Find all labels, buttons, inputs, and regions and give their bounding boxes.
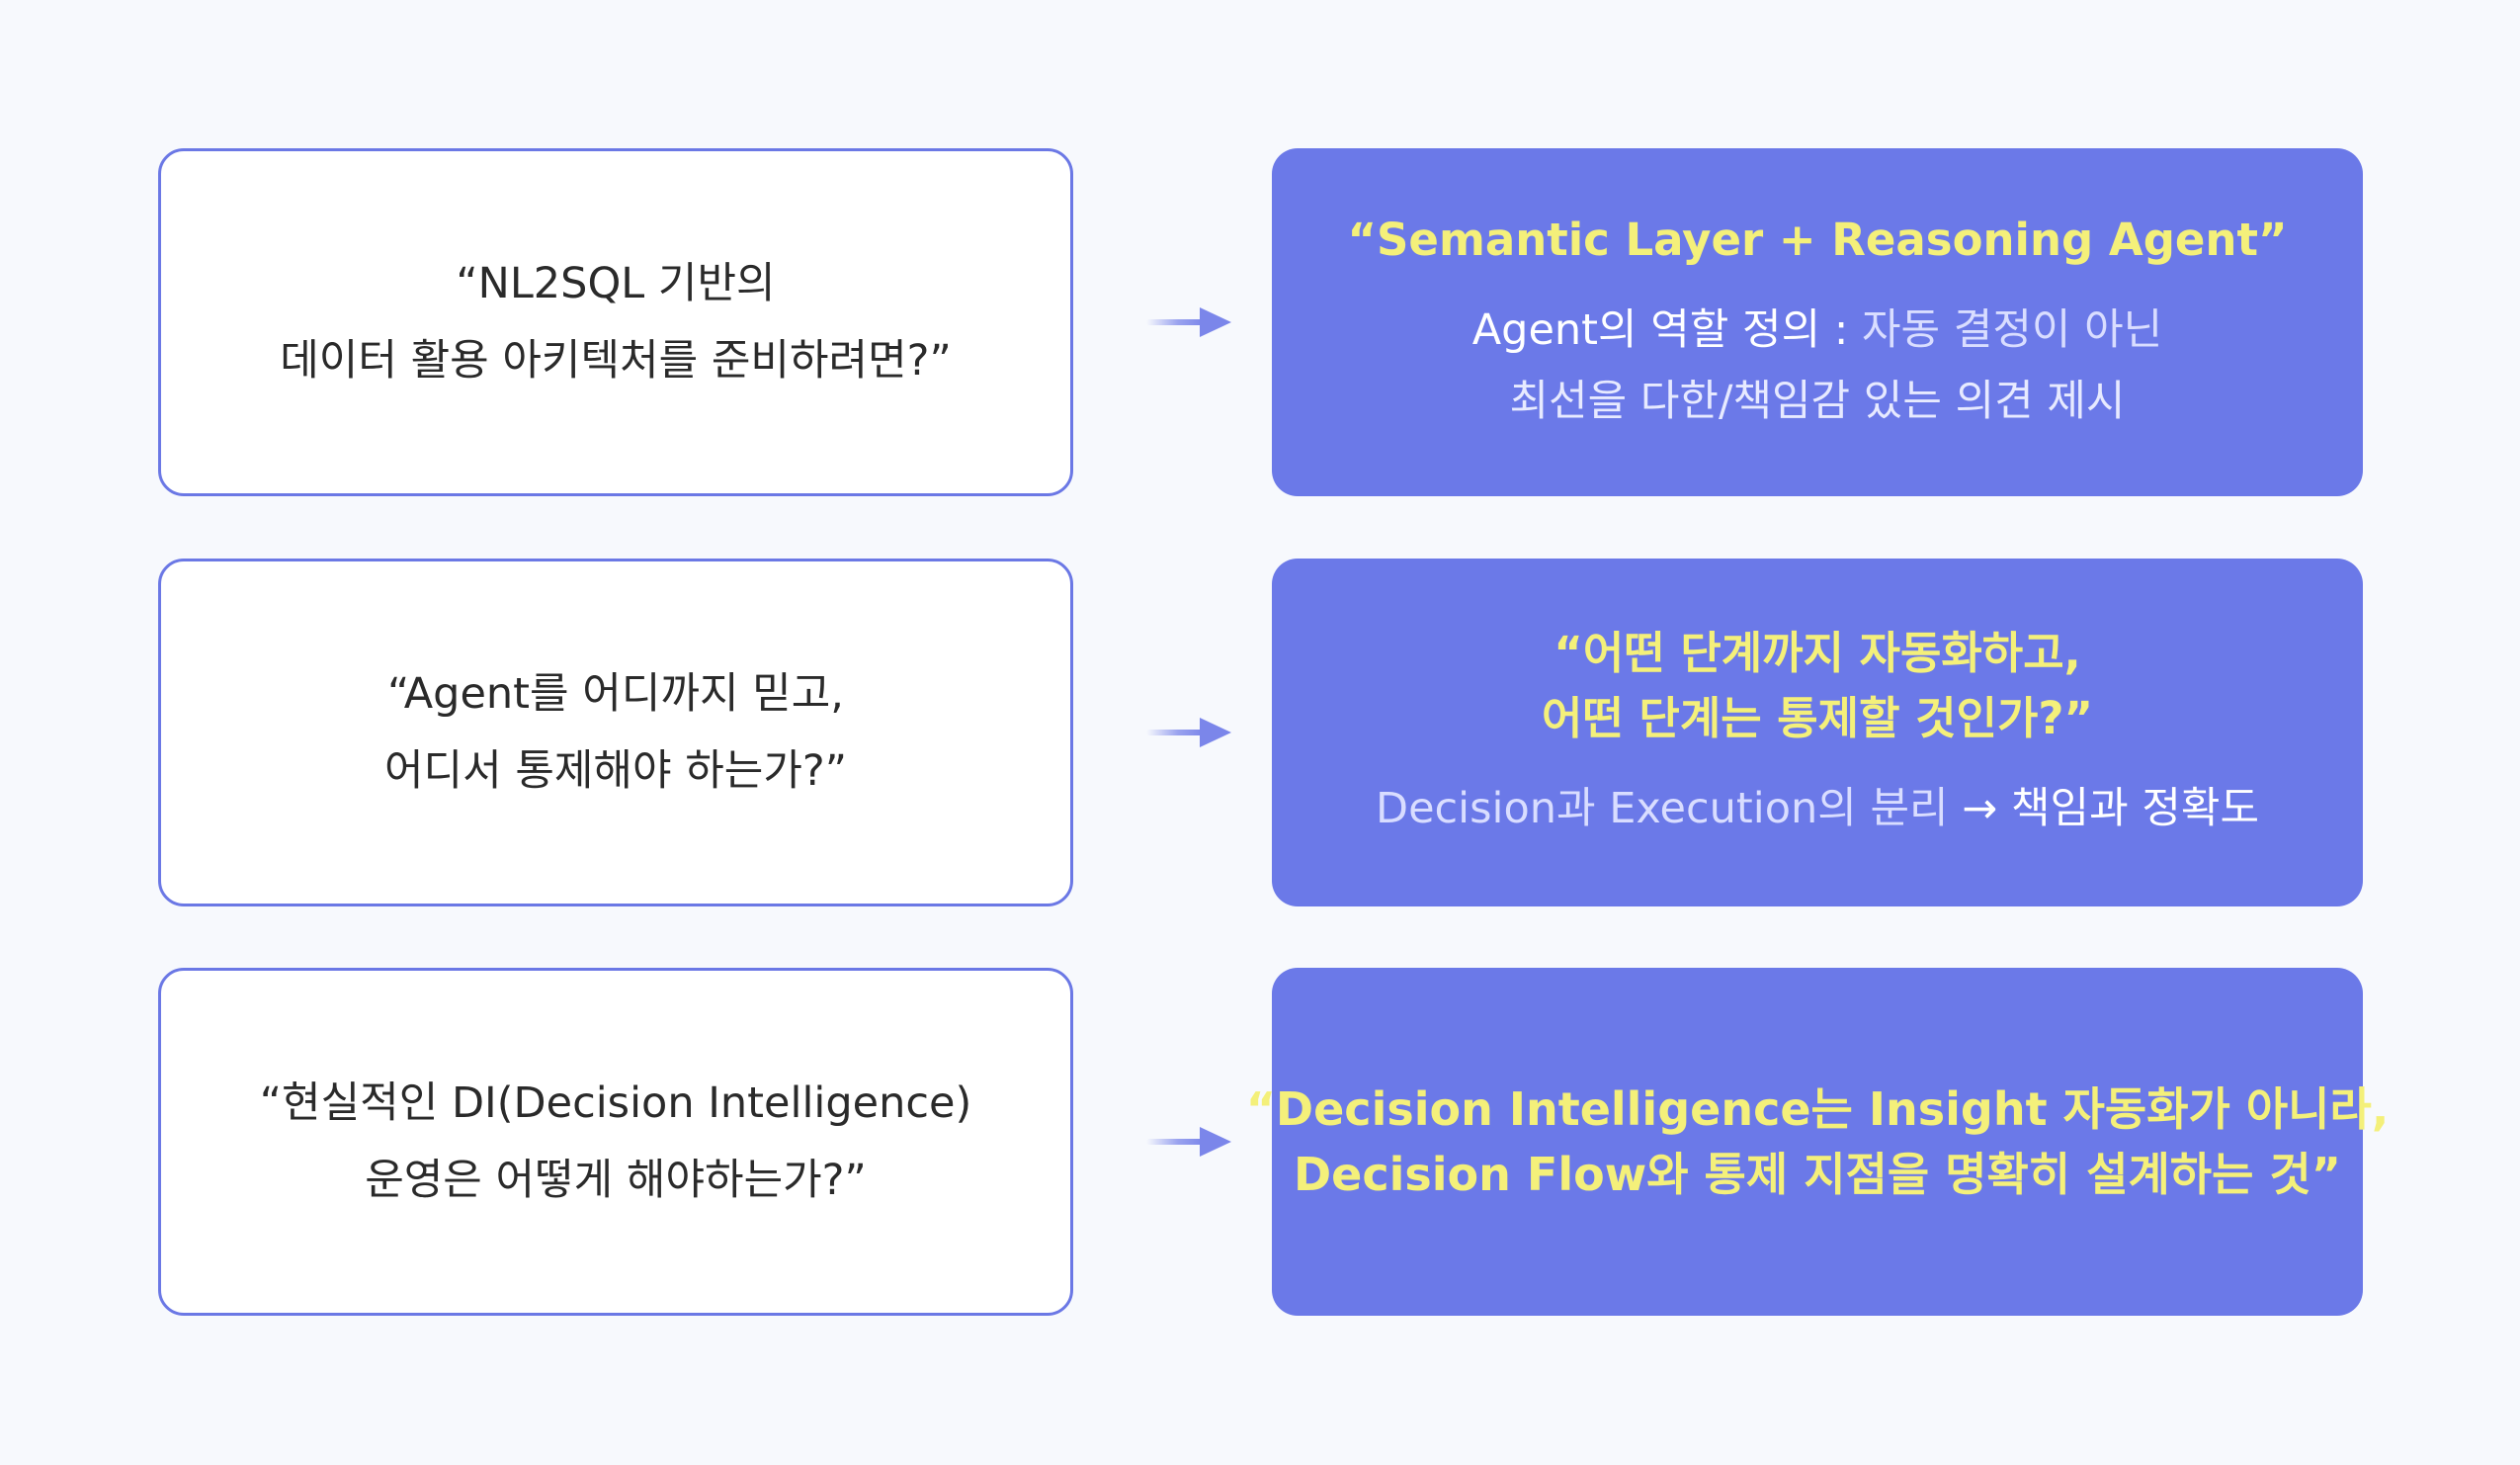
arrow-right-icon <box>1146 1127 1231 1157</box>
question-answer-row-2: “Agent를 어디까지 믿고, 어디서 통제해야 하는가?” “어떤 단계까지… <box>158 559 2363 906</box>
answer-box-2: “어떤 단계까지 자동화하고, 어떤 단계는 통제할 것인가?” Decisio… <box>1272 559 2363 906</box>
answer-box-3: “Decision Intelligence는 Insight 자동화가 아니라… <box>1246 968 2389 1316</box>
question-2-line-2: 어디서 통제해야 하는가?” <box>383 746 848 796</box>
answer-1-detail-line-1: Agent의 역할 정의 : 자동 결정이 아닌 <box>1472 295 2163 366</box>
question-answer-row-3: “현실적인 DI(Decision Intelligence) 운영은 어떻게 … <box>158 968 2389 1316</box>
answer-3-headline-line-2: Decision Flow와 통제 지점을 명확히 설계하는 것” <box>1293 1148 2341 1201</box>
answer-3-headline-line-1: “Decision Intelligence는 Insight 자동화가 아니라… <box>1245 1082 2390 1136</box>
question-box-3: “현실적인 DI(Decision Intelligence) 운영은 어떻게 … <box>158 968 1073 1316</box>
answer-2-separation-label: Decision과 Execution의 분리 <box>1375 784 1963 833</box>
answer-1-role-description: 자동 결정이 아닌 <box>1848 305 2163 355</box>
answer-2-detail-line: Decision과 Execution의 분리 → 책임과 정확도 <box>1376 773 2259 844</box>
question-3-line-1: “현실적인 DI(Decision Intelligence) <box>259 1078 972 1128</box>
answer-1-detail-line-2: 최선을 다한/책임감 있는 의견 제시 <box>1509 377 2126 426</box>
answer-2-headline-line-2: 어떤 단계는 통제할 것인가?” <box>1541 692 2094 744</box>
question-answer-row-1: “NL2SQL 기반의 데이터 활용 아키텍처를 준비하려면?” “Semant… <box>158 148 2363 496</box>
question-1-line-2: 데이터 활용 아키텍처를 준비하려면?” <box>280 336 952 386</box>
question-1-line-1: “NL2SQL 기반의 <box>456 259 776 308</box>
answer-1-headline: “Semantic Layer + Reasoning Agent” <box>1347 214 2288 266</box>
arrow-right-icon <box>1146 718 1231 747</box>
arrow-right-icon <box>1146 307 1231 337</box>
question-3-line-2: 운영은 어떻게 해야하는가?” <box>365 1156 867 1205</box>
question-box-2: “Agent를 어디까지 믿고, 어디서 통제해야 하는가?” <box>158 559 1073 906</box>
answer-box-1: “Semantic Layer + Reasoning Agent” Agent… <box>1272 148 2363 496</box>
question-box-1: “NL2SQL 기반의 데이터 활용 아키텍처를 준비하려면?” <box>158 148 1073 496</box>
answer-2-headline-line-1: “어떤 단계까지 자동화하고, <box>1554 627 2081 679</box>
answer-2-responsibility-label: → 책임과 정확도 <box>1962 784 2260 833</box>
question-2-line-1: “Agent를 어디까지 믿고, <box>387 669 844 719</box>
answer-1-role-label: Agent의 역할 정의 : <box>1471 305 1849 355</box>
